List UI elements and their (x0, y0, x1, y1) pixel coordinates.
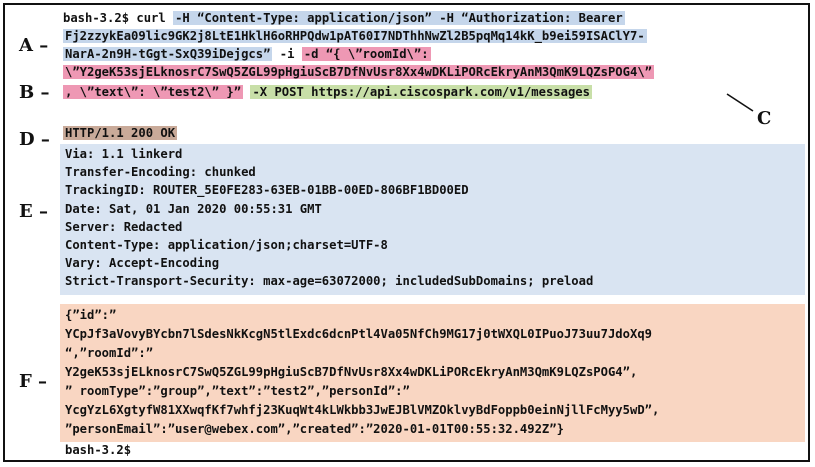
header-token-end-segment: NarA-2n9H-tGgt-SxQ39iDejgcs” (63, 47, 273, 61)
marker-d: D – (19, 129, 50, 150)
figure-frame: A – B – D – E – F – C bash-3.2$ curl -H … (3, 3, 810, 462)
callout-c-leader (726, 93, 754, 112)
request-line-1: bash-3.2$ curl -H “Content-Type: applica… (63, 10, 625, 27)
data-text-segment: , \”text\”: \”test2\” }” (63, 85, 244, 99)
response-header-line: Vary: Accept-Encoding (65, 256, 220, 271)
marker-f: F – (19, 371, 48, 392)
final-prompt: bash-3.2$ (65, 443, 132, 457)
response-body-line: YCpJf3aVovyBYcbn7lSdesNkKcgN5tlExdc6dcnP… (65, 327, 652, 341)
method-url-segment: -X POST https://api.ciscospark.com/v1/me… (250, 85, 592, 99)
response-header-line: Transfer-Encoding: chunked (65, 165, 256, 180)
include-flag: -i (279, 47, 295, 61)
response-body-line: “,”roomId”:” (65, 346, 154, 360)
status-line: HTTP/1.1 200 OK (63, 125, 178, 142)
request-line-4: \”Y2geK53sjELknosrC7SwQ5ZGL99pHgiuScB7Df… (63, 64, 654, 81)
request-line-3: NarA-2n9H-tGgt-SxQ39iDejgcs” -i -d “{ \”… (63, 46, 431, 63)
response-body-line: ”personEmail”:”user@webex.com”,”created”… (65, 422, 564, 436)
marker-a: A – (19, 35, 49, 56)
body-panel (60, 304, 805, 442)
data-flag-segment: -d “{ \”roomId\”: (301, 47, 431, 61)
header-flags-segment: -H “Content-Type: application/json” -H “… (173, 11, 625, 25)
response-body-line: Y2geK53sjELknosrC7SwQ5ZGL99pHgiuScB7DfNv… (65, 365, 638, 379)
response-header-line: Strict-Transport-Security: max-age=63072… (65, 274, 594, 289)
response-header-line: Content-Type: application/json;charset=U… (65, 238, 388, 252)
marker-c: C (757, 108, 772, 129)
response-body-line: YcgYzL6XgtyfW81XXwqfKf7whfj23KuqWt4kLWkb… (65, 403, 660, 417)
request-line-5: , \”text\”: \”test2\” }” -X POST https:/… (63, 84, 592, 101)
request-line-2: Fj2zzykEa09lic9GK2j8LtE1HklH6oRHPQdw1pAT… (63, 28, 647, 45)
status-line-segment: HTTP/1.1 200 OK (63, 126, 178, 140)
marker-e: E – (19, 201, 48, 222)
header-token-segment: Fj2zzykEa09lic9GK2j8LtE1HklH6oRHPQdw1pAT… (63, 29, 647, 43)
response-header-line: Server: Redacted (65, 219, 183, 234)
headers-panel (60, 144, 805, 295)
data-roomid-segment: \”Y2geK53sjELknosrC7SwQ5ZGL99pHgiuScB7Df… (63, 65, 654, 79)
shell-prompt: bash-3.2$ curl (63, 11, 166, 25)
response-body-line: {”id”:” (65, 308, 117, 322)
response-header-line: Via: 1.1 linkerd (65, 147, 183, 161)
response-header-line: Date: Sat, 01 Jan 2020 00:55:31 GMT (65, 201, 322, 216)
response-body-line: ” roomType”:”group”,”text”:”test2”,”pers… (65, 384, 410, 398)
marker-b: B – (19, 82, 50, 103)
response-header-line: TrackingID: ROUTER_5E0FE283-63EB-01BB-00… (65, 183, 469, 198)
